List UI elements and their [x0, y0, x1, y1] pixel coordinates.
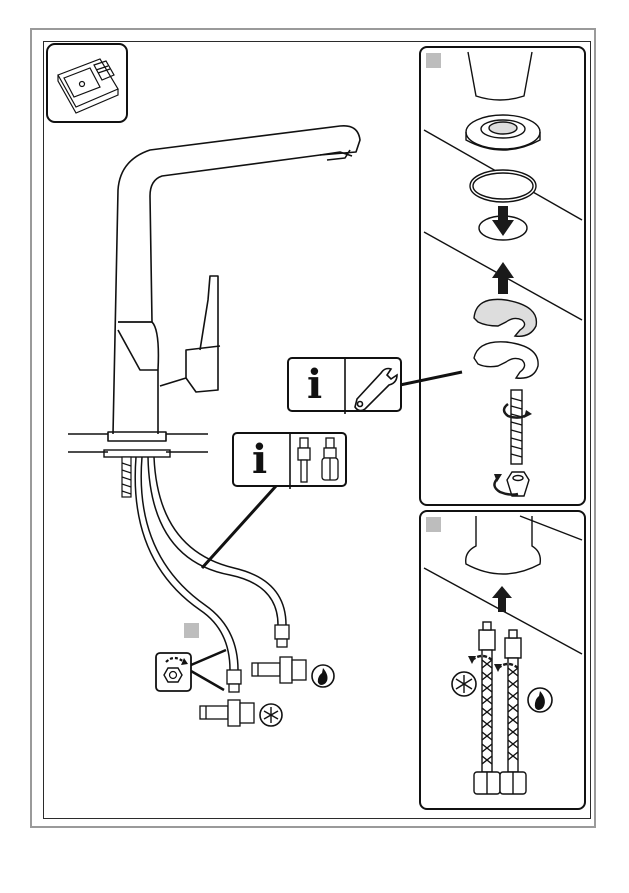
- cold-water-snowflake-icon: [452, 672, 476, 696]
- wrench-icon: [355, 369, 397, 411]
- info-icon: i: [307, 363, 322, 407]
- hot-water-flame-icon: [528, 688, 552, 712]
- threaded-rod: [122, 457, 131, 497]
- info-icon: i: [252, 438, 267, 482]
- hot-angle-valve: [252, 657, 306, 683]
- up-arrow-icon: [492, 262, 514, 294]
- hose-connector-icon: [298, 438, 338, 482]
- hot-water-flame-icon: [312, 665, 334, 687]
- countertop: [68, 434, 208, 457]
- down-arrow-icon: [492, 206, 514, 236]
- cold-angle-valve: [200, 700, 254, 726]
- info-box-wrench: i: [287, 357, 402, 412]
- bottom-right-detail: [424, 516, 582, 794]
- info-box-hose: i: [232, 432, 347, 487]
- cold-water-snowflake-icon: [260, 704, 282, 726]
- up-arrow-icon: [492, 586, 512, 612]
- hex-nut-detail: [156, 650, 226, 691]
